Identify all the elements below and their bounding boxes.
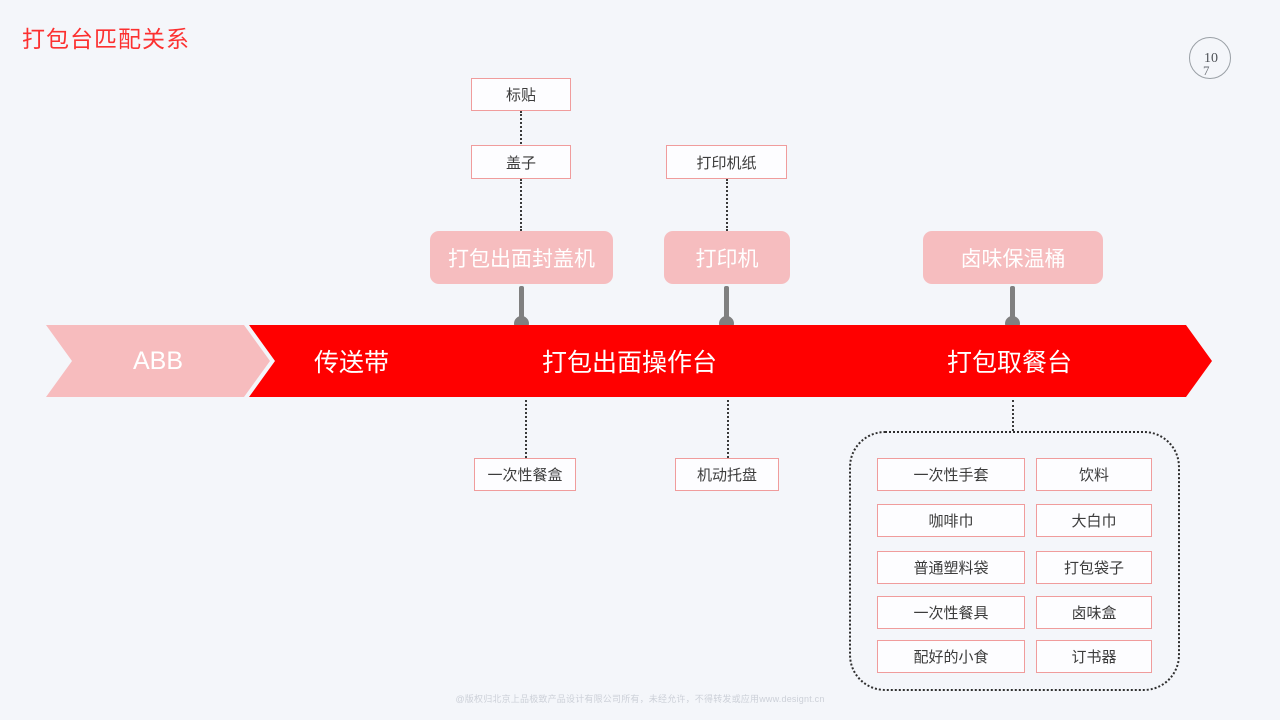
connector-lid-to-sealer xyxy=(520,179,522,231)
group-item-packing-bag[interactable]: 打包袋子 xyxy=(1036,551,1152,584)
group-item-label: 一次性手套 xyxy=(913,467,989,484)
equipment-box-label: 打印机 xyxy=(695,247,759,271)
group-item-label: 咖啡巾 xyxy=(928,513,974,530)
consumable-box-label: 一次性餐盒 xyxy=(487,467,563,484)
group-item-stapler[interactable]: 订书器 xyxy=(1036,640,1152,673)
connector-station-to-meal-box xyxy=(525,400,527,458)
station-chevron-abb[interactable]: ABB xyxy=(46,325,270,397)
pin-stem-sealer xyxy=(519,286,524,323)
group-item-disposable-cutlery[interactable]: 一次性餐具 xyxy=(877,596,1025,629)
group-item-plastic-bag[interactable]: 普通塑料袋 xyxy=(877,551,1025,584)
connector-station-to-tray xyxy=(727,400,729,458)
group-item-prepared-snack[interactable]: 配好的小食 xyxy=(877,640,1025,673)
connector-label-to-lid xyxy=(520,111,522,144)
page-number-badge: 10 xyxy=(1189,37,1231,79)
page-title: 打包台匹配关系 xyxy=(22,26,190,52)
supply-box-label: 盖子 xyxy=(505,154,536,172)
equipment-box-packing-sealer[interactable]: 打包出面封盖机 xyxy=(430,231,613,284)
equipment-box-label: 打包出面封盖机 xyxy=(448,247,595,271)
group-item-label: 订书器 xyxy=(1071,649,1117,666)
group-item-label: 卤味盒 xyxy=(1071,605,1117,622)
station-label: 打包取餐台 xyxy=(946,349,1072,377)
group-item-label: 配好的小食 xyxy=(913,649,989,666)
group-item-label: 打包袋子 xyxy=(1063,560,1124,577)
supply-box-printer-paper[interactable]: 打印机纸 xyxy=(666,145,787,179)
connector-station-to-group xyxy=(1012,400,1014,431)
page-number-value: 10 xyxy=(1204,51,1218,66)
station-chevron-packing-station[interactable]: 打包出面操作台 xyxy=(423,325,836,397)
consumable-box-mobile-tray[interactable]: 机动托盘 xyxy=(675,458,779,491)
pickup-station-items-group xyxy=(849,431,1180,691)
group-item-braised-box[interactable]: 卤味盒 xyxy=(1036,596,1152,629)
group-item-label: 一次性餐具 xyxy=(913,605,989,622)
group-item-label: 饮料 xyxy=(1078,467,1109,484)
group-item-coffee-napkin[interactable]: 咖啡巾 xyxy=(877,504,1025,537)
pin-stem-printer xyxy=(724,286,729,323)
equipment-box-label: 卤味保温桶 xyxy=(960,247,1066,271)
pin-stem-warmer xyxy=(1010,286,1015,323)
equipment-box-braised-warmer[interactable]: 卤味保温桶 xyxy=(923,231,1103,284)
station-label: 传送带 xyxy=(313,349,389,377)
station-label: 打包出面操作台 xyxy=(541,349,717,377)
station-chevron-pickup-station[interactable]: 打包取餐台 xyxy=(807,325,1212,397)
consumable-box-disposable-meal-box[interactable]: 一次性餐盒 xyxy=(474,458,576,491)
supply-box-label: 标贴 xyxy=(505,87,536,104)
supply-box-label: 打印机纸 xyxy=(696,154,757,172)
supply-box-lid[interactable]: 盖子 xyxy=(471,145,571,179)
group-item-beverage[interactable]: 饮料 xyxy=(1036,458,1152,491)
group-item-disposable-gloves[interactable]: 一次性手套 xyxy=(877,458,1025,491)
copyright-footer: @版权归北京上品极致产品设计有限公司所有，未经允许，不得转发或应用www.des… xyxy=(455,694,825,704)
group-item-label: 普通塑料袋 xyxy=(913,560,989,577)
group-item-label: 大白巾 xyxy=(1071,513,1117,530)
consumable-box-label: 机动托盘 xyxy=(696,467,757,484)
connector-paper-to-printer xyxy=(726,179,728,231)
equipment-box-printer[interactable]: 打印机 xyxy=(664,231,790,284)
page-number-sub: 7 xyxy=(1203,63,1210,78)
supply-box-label-sticker[interactable]: 标贴 xyxy=(471,78,571,111)
group-item-white-towel[interactable]: 大白巾 xyxy=(1036,504,1152,537)
station-chevron-conveyor[interactable]: 传送带 xyxy=(249,325,454,397)
station-label: ABB xyxy=(132,346,184,375)
